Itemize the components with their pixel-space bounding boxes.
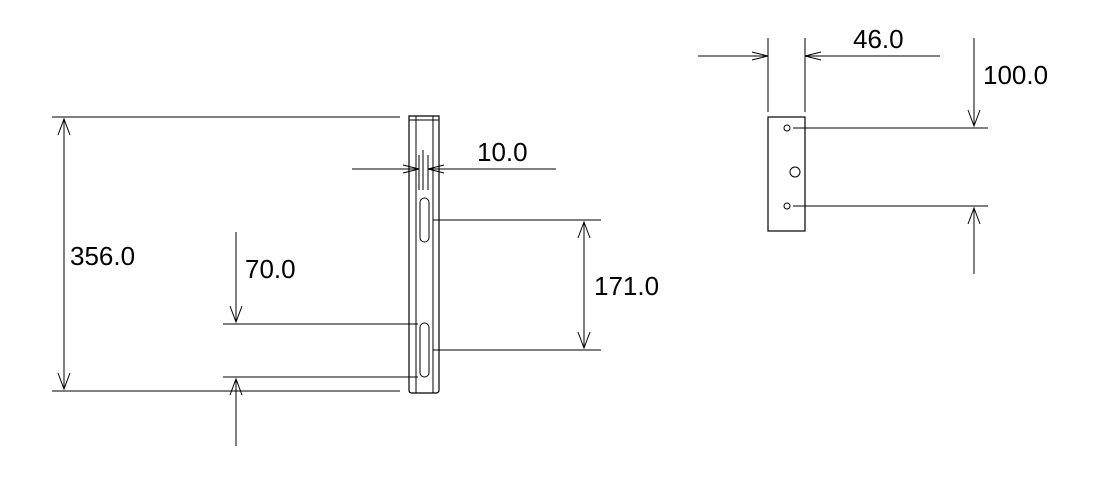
- slot-spacing-label: 171.0: [594, 271, 659, 301]
- bottom-offset-dimension: 70.0: [223, 232, 418, 446]
- arrowhead: [804, 51, 822, 61]
- arrowhead: [229, 377, 243, 396]
- arrowhead: [577, 220, 591, 239]
- center-hole: [789, 166, 801, 178]
- lower-slot: [419, 322, 430, 378]
- bracket-width-dimension: 10.0: [352, 137, 556, 190]
- slot-spacing-dimension: 171.0: [433, 219, 659, 351]
- overall-height-label: 356.0: [70, 241, 135, 271]
- arrowhead: [967, 206, 981, 225]
- arrowhead: [229, 305, 243, 324]
- plate-front-view: [767, 116, 806, 232]
- arrowhead: [57, 372, 71, 391]
- arrowhead: [402, 164, 420, 174]
- hole-spacing-label: 100.0: [983, 60, 1048, 90]
- arrowhead: [57, 117, 71, 136]
- overall-height-dimension: 356.0: [52, 116, 400, 392]
- bottom-offset-label: 70.0: [245, 254, 296, 284]
- lower-mounting-hole: [783, 202, 791, 210]
- upper-mounting-hole: [783, 124, 791, 132]
- plate-width-dimension: 46.0: [698, 24, 940, 112]
- bracket-outline: [408, 115, 440, 394]
- plate-outline: [767, 116, 806, 232]
- arrowhead: [751, 51, 769, 61]
- bracket-side-view: [408, 115, 440, 394]
- arrowhead: [577, 331, 591, 350]
- bracket-width-label: 10.0: [477, 137, 528, 167]
- upper-slot: [419, 197, 430, 243]
- hole-spacing-dimension: 100.0: [793, 38, 1048, 274]
- arrowhead: [967, 109, 981, 128]
- plate-width-label: 46.0: [853, 24, 904, 54]
- arrowhead: [427, 164, 445, 174]
